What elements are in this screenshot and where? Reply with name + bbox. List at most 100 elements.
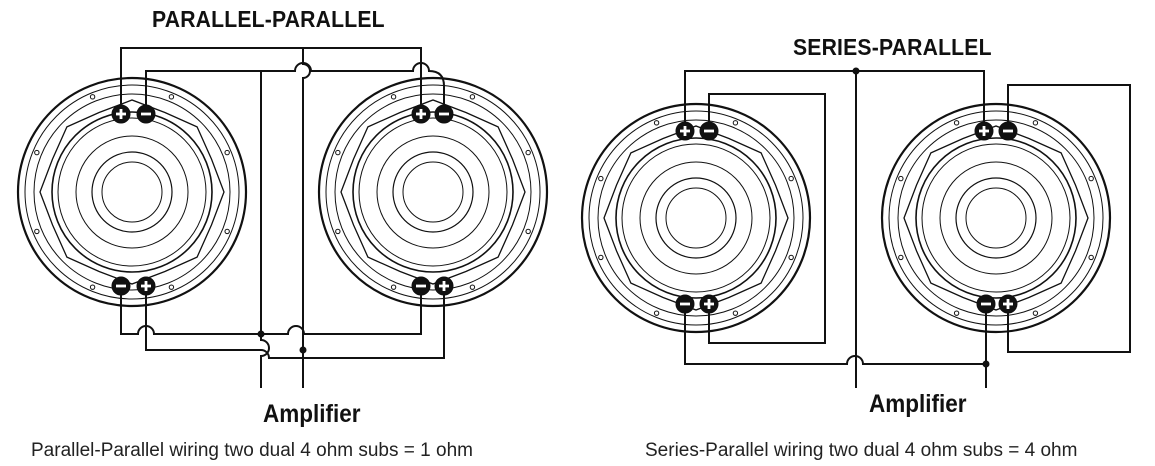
- mounting-hole: [525, 149, 531, 156]
- positive-terminal: [434, 276, 454, 296]
- mounting-hole: [788, 254, 794, 261]
- left-speaker-2: [317, 76, 549, 308]
- terminal-bar-vertical: [1006, 299, 1010, 309]
- speaker-surround: [352, 111, 514, 273]
- speaker-dust-cap-inner: [665, 187, 727, 249]
- negative-terminal: [111, 276, 131, 296]
- terminal-bar-vertical: [144, 281, 148, 291]
- negative-terminal: [998, 121, 1018, 141]
- speaker-cone-ring: [939, 161, 1053, 275]
- terminal-bar-vertical: [982, 126, 986, 136]
- positive-terminal: [111, 104, 131, 124]
- right-speaker-2: [880, 102, 1112, 334]
- mounting-hole: [1032, 310, 1039, 316]
- left-amplifier-label: Amplifier: [263, 400, 361, 428]
- negative-terminal: [434, 104, 454, 124]
- mounting-hole: [168, 284, 175, 290]
- terminal-bar: [439, 112, 449, 116]
- mounting-hole: [898, 254, 904, 261]
- speaker-outer-rim: [880, 102, 1112, 334]
- speaker-dust-cap-inner: [101, 161, 163, 223]
- positive-terminal: [699, 294, 719, 314]
- terminal-bar-vertical: [442, 281, 446, 291]
- top-negative-bus: [145, 62, 445, 114]
- mounting-hole: [1032, 120, 1039, 126]
- negative-terminal: [976, 294, 996, 314]
- right-amplifier-label: Amplifier: [869, 390, 967, 418]
- negative-terminal: [136, 104, 156, 124]
- mounting-hole: [788, 175, 794, 182]
- speaker-rim-inner: [24, 84, 240, 300]
- mounting-hole: [598, 175, 604, 182]
- mounting-hole: [953, 310, 960, 316]
- speaker-basket: [33, 93, 231, 291]
- terminal-bar-vertical: [683, 126, 687, 136]
- mounting-hole: [89, 284, 96, 290]
- right-caption: Series-Parallel wiring two dual 4 ohm su…: [645, 440, 1078, 461]
- terminal-bar: [981, 302, 991, 306]
- speaker-rim-inner: [588, 110, 804, 326]
- positive-terminal: [974, 121, 994, 141]
- speaker-surround: [615, 137, 777, 299]
- series-top-positive: [684, 70, 985, 131]
- mounting-hole: [89, 94, 96, 100]
- speaker-rim-inner: [325, 84, 541, 300]
- speaker-basket: [897, 119, 1095, 317]
- wire-group: [120, 47, 1131, 388]
- terminal-bar-vertical: [419, 109, 423, 119]
- parallel-parallel-title: PARALLEL-PARALLEL: [152, 6, 385, 32]
- mounting-hole: [732, 310, 739, 316]
- mounting-hole: [335, 228, 341, 235]
- speaker-surround: [915, 137, 1077, 299]
- speaker-outer-rim: [580, 102, 812, 334]
- speaker-cone-ring: [75, 135, 189, 249]
- speaker-cone: [57, 117, 207, 267]
- mounting-hole: [34, 149, 40, 156]
- positive-terminal: [998, 294, 1018, 314]
- mounting-hole: [1088, 254, 1094, 261]
- speaker-dust-cap: [655, 177, 737, 259]
- terminal-bar: [704, 129, 714, 133]
- mounting-hole: [335, 149, 341, 156]
- speaker-rim-inner: [888, 110, 1104, 326]
- terminal-bar: [680, 302, 690, 306]
- terminal-bar-vertical: [707, 299, 711, 309]
- speaker-outer-rim: [317, 76, 549, 308]
- mounting-hole: [598, 254, 604, 261]
- speaker-group: [16, 76, 1112, 334]
- right-speaker-1: [580, 102, 812, 334]
- speaker-outer-rim: [16, 76, 248, 308]
- mounting-hole: [168, 94, 175, 100]
- series-parallel-title: SERIES-PARALLEL: [793, 34, 992, 60]
- speaker-dust-cap: [392, 151, 474, 233]
- wire-junction-dot: [982, 360, 990, 368]
- positive-terminal: [675, 121, 695, 141]
- positive-terminal: [411, 104, 431, 124]
- speaker-surround: [51, 111, 213, 273]
- mounting-hole: [525, 228, 531, 235]
- series-bottom-negative: [684, 304, 987, 365]
- terminal-bar: [416, 284, 426, 288]
- speaker-cone-ring: [639, 161, 753, 275]
- wire-junction-dot: [852, 67, 860, 75]
- terminal-group: [111, 104, 1018, 314]
- speaker-basket: [334, 93, 532, 291]
- mounting-hole: [469, 284, 476, 290]
- speaker-basket: [597, 119, 795, 317]
- speaker-cone: [621, 143, 771, 293]
- negative-terminal: [699, 121, 719, 141]
- left-speaker-1: [16, 76, 248, 308]
- series-link-speaker-2: [1007, 84, 1131, 353]
- terminal-bar: [116, 284, 126, 288]
- speaker-cone: [358, 117, 508, 267]
- speaker-cone: [921, 143, 1071, 293]
- negative-terminal: [411, 276, 431, 296]
- speaker-frame: [340, 99, 526, 285]
- mounting-hole: [653, 120, 660, 126]
- speaker-dust-cap-inner: [402, 161, 464, 223]
- wire-junction-dot: [257, 330, 265, 338]
- bottom-positive-bus: [145, 286, 445, 359]
- mounting-hole: [653, 310, 660, 316]
